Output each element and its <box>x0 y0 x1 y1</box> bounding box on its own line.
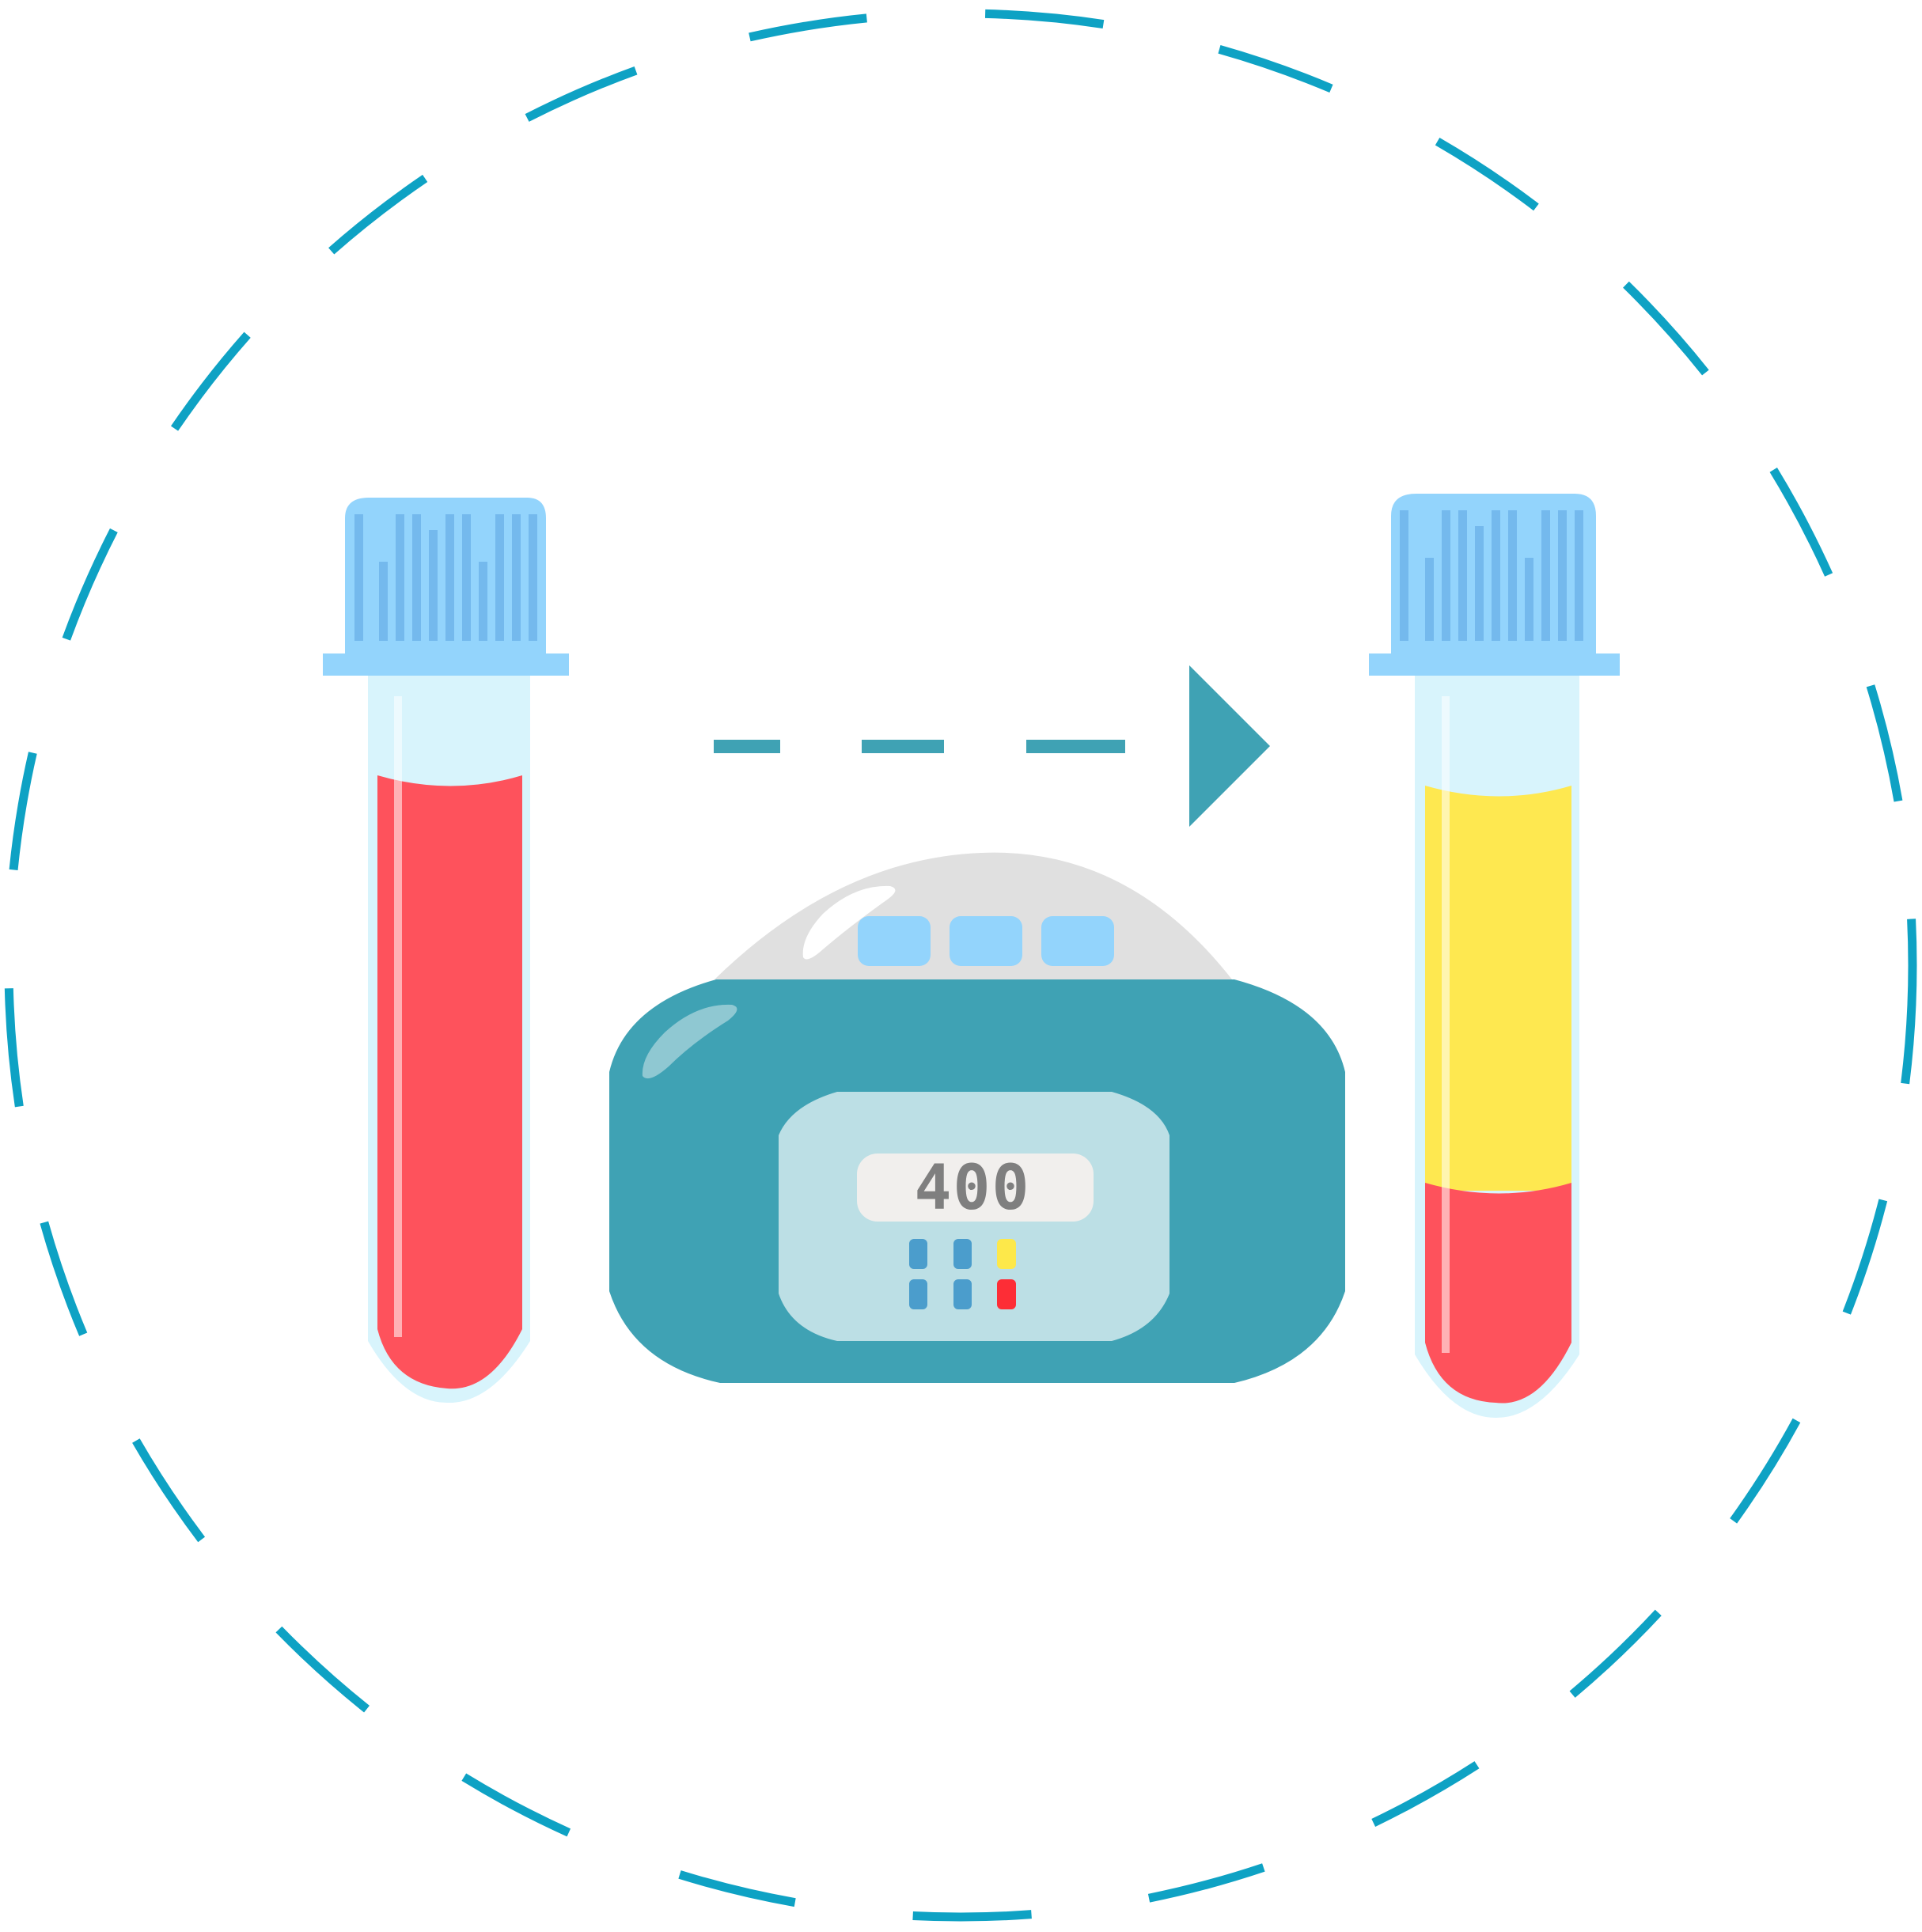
centrifuge: 400 <box>609 852 1345 1383</box>
centrifuge-lid-shine <box>802 885 896 960</box>
right-test-tube <box>1369 494 1620 1419</box>
right-cap-barcode-icon <box>1400 510 1583 641</box>
centrifuge-body-shine <box>642 1004 737 1079</box>
left-tube-cap-rim <box>323 653 569 676</box>
panel-button-blue-3[interactable] <box>909 1279 927 1309</box>
left-test-tube <box>323 498 569 1404</box>
speed-display <box>857 1154 1094 1222</box>
left-tube-blood <box>377 775 522 1389</box>
right-tube-plasma <box>1425 786 1571 1191</box>
right-tube-cap-rim <box>1369 653 1620 676</box>
left-cap-barcode-icon <box>354 514 537 641</box>
right-tube-red-cells <box>1425 1183 1571 1404</box>
lid-window-right <box>1041 916 1114 966</box>
right-tube-highlight <box>1442 696 1450 1353</box>
panel-button-red[interactable] <box>997 1279 1016 1309</box>
panel-button-blue-4[interactable] <box>953 1279 972 1309</box>
process-arrow-icon <box>714 665 1270 827</box>
panel-button-blue-2[interactable] <box>953 1239 972 1269</box>
left-tube-highlight <box>394 696 402 1337</box>
lid-window-left <box>858 916 931 966</box>
dashed-circle-border <box>4 9 1917 1922</box>
panel-button-yellow[interactable] <box>997 1239 1016 1269</box>
lid-window-middle <box>950 916 1022 966</box>
speed-display-value: 400 <box>915 1153 1031 1224</box>
panel-button-blue-1[interactable] <box>909 1239 927 1269</box>
